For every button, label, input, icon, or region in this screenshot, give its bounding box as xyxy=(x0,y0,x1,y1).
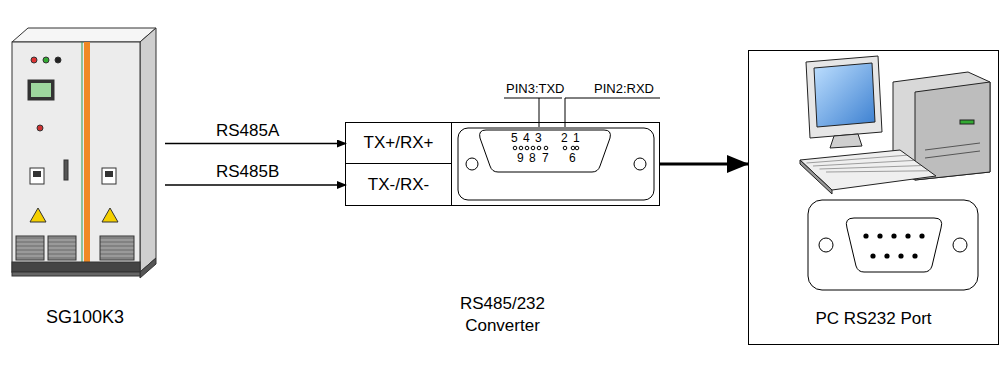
terminal-cell: TX+/RX+ xyxy=(346,123,452,164)
db9-connector xyxy=(458,128,654,200)
pc-serial-port xyxy=(808,200,978,290)
pin-number: 4 xyxy=(523,131,530,145)
node-label: TX+/RX+ xyxy=(364,132,434,154)
caption-label: RS485/232 Converter xyxy=(447,293,559,337)
pin-number: 5 xyxy=(511,131,518,145)
signal-label: RS485A xyxy=(214,121,281,141)
pin-label: PIN3:TXD xyxy=(506,81,565,96)
terminal-cell: TX-/RX- xyxy=(346,164,452,206)
computer-icon xyxy=(800,56,990,194)
pin-number: 3 xyxy=(535,131,542,145)
pin-number: 9 xyxy=(517,151,524,165)
pin-number: 6 xyxy=(569,151,576,165)
converter-box: RS485/232 ConverterTX+/RX+TX-/RX- xyxy=(345,122,660,206)
pin-number: 8 xyxy=(529,151,536,165)
node-label: SG100K3 xyxy=(46,306,124,328)
node-label: TX-/RX- xyxy=(368,174,429,196)
pin-label: PIN2:RXD xyxy=(594,81,654,96)
pc-box: PC RS232 Port xyxy=(748,50,999,345)
pin-number: 7 xyxy=(542,151,549,165)
pin-number: 2 xyxy=(561,131,568,145)
inverter-cabinet xyxy=(12,28,156,278)
node-label: PC RS232 Port xyxy=(815,308,931,330)
pin-number: 1 xyxy=(573,131,580,145)
signal-label: RS485B xyxy=(214,162,281,182)
inverter-unit: SG100K3 xyxy=(5,12,165,342)
connector-arrow xyxy=(165,143,346,144)
connector-arrow xyxy=(660,163,748,166)
connector-arrow xyxy=(165,184,346,185)
